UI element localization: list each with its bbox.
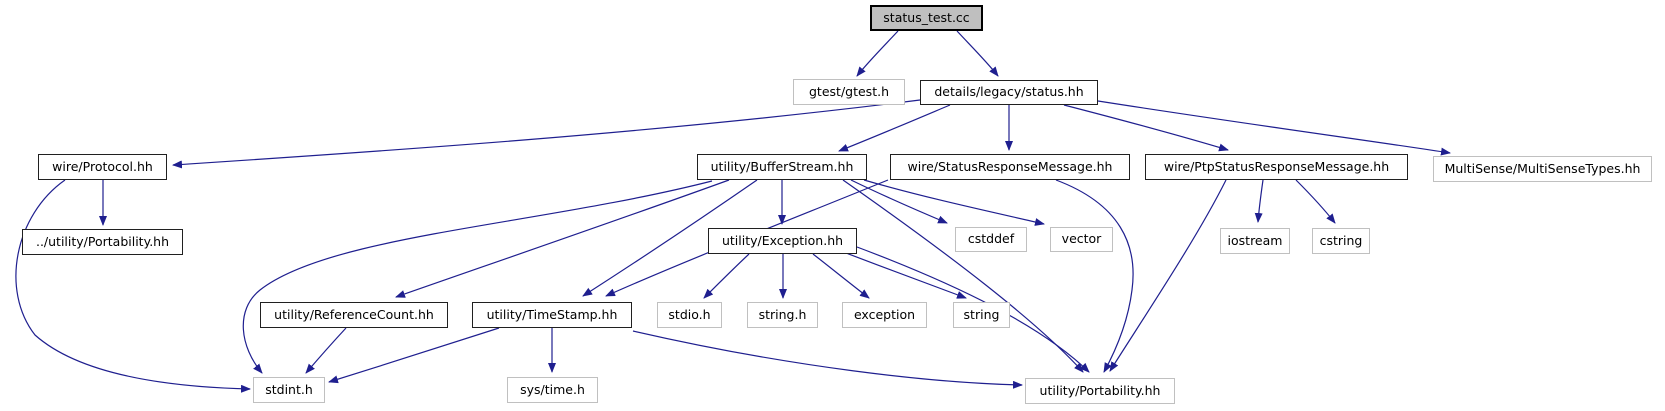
node-sys-time-h: sys/time.h xyxy=(507,377,598,403)
node-label: vector xyxy=(1061,231,1102,247)
node-label: wire/PtpStatusResponseMessage.hh xyxy=(1163,158,1390,174)
node-label: details/legacy/status.hh xyxy=(934,84,1084,100)
node-label: wire/Protocol.hh xyxy=(52,158,153,174)
edge-legacyStatusHh-wireProtocolHh xyxy=(172,99,921,169)
edge-wireStatusResponseMessageHh-utilityPortabilityHh xyxy=(1055,179,1134,373)
node-label: sys/time.h xyxy=(520,381,585,397)
node-wire-protocol-hh[interactable]: wire/Protocol.hh xyxy=(38,154,167,180)
node-exception: exception xyxy=(842,302,927,328)
node-label: status_test.cc xyxy=(883,9,970,25)
node-label: cstring xyxy=(1319,232,1363,248)
node-details-legacy-status-hh[interactable]: details/legacy/status.hh xyxy=(920,80,1098,105)
node-utility-referencecount-hh[interactable]: utility/ReferenceCount.hh xyxy=(260,302,448,328)
node-cstring: cstring xyxy=(1312,228,1370,254)
node-label: utility/TimeStamp.hh xyxy=(486,306,618,322)
node-gtest-gtest-h: gtest/gtest.h xyxy=(793,79,905,105)
node-wire-statusresponsemessage-hh[interactable]: wire/StatusResponseMessage.hh xyxy=(890,154,1130,180)
node-rel-utility-portability-hh[interactable]: ../utility/Portability.hh xyxy=(22,229,183,255)
node-label: utility/BufferStream.hh xyxy=(710,158,854,174)
node-string-h: string.h xyxy=(747,302,818,328)
edge-utilityTimeStampHh-stdintH xyxy=(328,327,500,384)
node-label: utility/Portability.hh xyxy=(1039,382,1161,398)
edge-legacyStatusHh-utilityBufferStreamHh xyxy=(838,104,951,152)
edge-utilityBufferStreamHh-stdintH xyxy=(242,180,713,374)
edge-utilityReferenceCountHh-stdintH xyxy=(305,327,347,374)
edge-wirePtpStatusResponseMessageHh-iostream xyxy=(1254,179,1264,223)
edge-statusTestCc-legacyStatusHh xyxy=(956,30,999,77)
edge-legacyStatusHh-multiSenseTypesHh xyxy=(1097,100,1451,156)
edge-utilityTimeStampHh-utilityPortabilityHh xyxy=(632,330,1023,389)
edge-utilityBufferStreamHh-cstddef xyxy=(850,179,948,224)
node-utility-portability-hh: utility/Portability.hh xyxy=(1025,378,1175,404)
edge-wireProtocolHh-stdintH xyxy=(15,179,251,393)
node-label: cstddef xyxy=(967,231,1015,247)
edge-legacyStatusHh-wirePtpStatusResponseMessageHh xyxy=(1063,104,1229,152)
node-multisense-multisensetypes-hh: MultiSense/MultiSenseTypes.hh xyxy=(1433,156,1652,182)
node-vector: vector xyxy=(1050,227,1113,252)
node-label: stdint.h xyxy=(265,381,313,397)
node-label: utility/Exception.hh xyxy=(721,232,844,248)
node-status-test-cc: status_test.cc xyxy=(870,5,983,31)
node-label: gtest/gtest.h xyxy=(809,83,889,99)
node-label: exception xyxy=(853,306,916,322)
edge-utilityBufferStreamHh-vector xyxy=(863,179,1045,226)
node-wire-ptpstatusresponsemessage-hh[interactable]: wire/PtpStatusResponseMessage.hh xyxy=(1145,154,1408,180)
node-label: stdio.h xyxy=(668,306,711,322)
edge-wirePtpStatusResponseMessageHh-utilityPortabilityHh xyxy=(1109,179,1227,372)
node-label: MultiSense/MultiSenseTypes.hh xyxy=(1444,160,1641,176)
edge-utilityBufferStreamHh-utilityPortabilityHh xyxy=(842,179,1084,373)
node-label: string xyxy=(963,306,1000,322)
edge-utilityExceptionHh-stdioH xyxy=(703,253,750,299)
edge-utilityExceptionHh-stringStd xyxy=(845,252,967,299)
node-utility-timestamp-hh[interactable]: utility/TimeStamp.hh xyxy=(472,302,632,328)
node-label: utility/ReferenceCount.hh xyxy=(274,306,434,322)
edge-utilityBufferStreamHh-utilityReferenceCountHh xyxy=(395,179,730,298)
edge-statusTestCc-gtestGtestH xyxy=(856,30,899,77)
node-stdint-h: stdint.h xyxy=(253,377,325,403)
edge-utilityExceptionHh-exceptionStd xyxy=(812,253,870,299)
edge-utilityBufferStreamHh-utilityTimeStampHh xyxy=(582,179,758,297)
node-string: string xyxy=(953,302,1010,328)
edge-wirePtpStatusResponseMessageHh-cstring xyxy=(1295,179,1336,224)
node-label: string.h xyxy=(758,306,807,322)
node-utility-bufferstream-hh[interactable]: utility/BufferStream.hh xyxy=(697,154,867,180)
node-stdio-h: stdio.h xyxy=(657,302,722,328)
node-iostream: iostream xyxy=(1220,228,1290,254)
node-utility-exception-hh[interactable]: utility/Exception.hh xyxy=(708,228,857,254)
node-label: ../utility/Portability.hh xyxy=(35,233,170,249)
node-label: iostream xyxy=(1227,232,1283,248)
node-cstddef: cstddef xyxy=(955,227,1027,252)
node-label: wire/StatusResponseMessage.hh xyxy=(907,158,1113,174)
